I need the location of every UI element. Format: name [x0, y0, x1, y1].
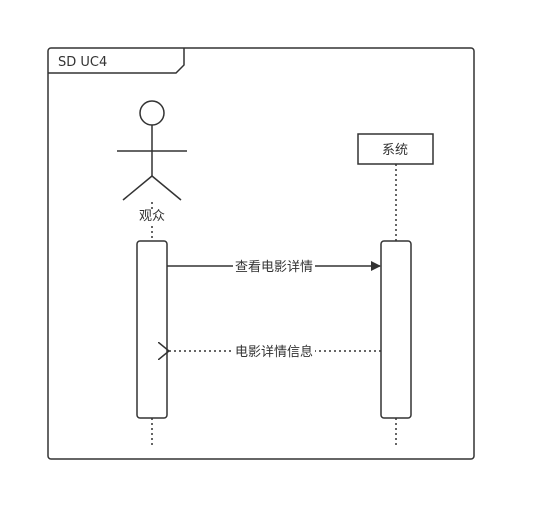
- stick-figure-icon: [117, 100, 187, 201]
- system-participant[interactable]: 系统: [357, 133, 434, 165]
- system-label: 系统: [382, 143, 408, 158]
- system-activation-bar[interactable]: [380, 240, 412, 419]
- request-label: 查看电影详情: [235, 259, 313, 275]
- return-message[interactable]: 电影详情信息: [169, 342, 381, 360]
- frame-title: SD UC4: [58, 55, 107, 70]
- frame-title-tab: [48, 48, 185, 74]
- actor-participant[interactable]: 观众: [117, 100, 187, 224]
- actor-label: 观众: [139, 209, 165, 224]
- request-label-bg: [233, 257, 315, 275]
- actor-activation-bar[interactable]: [136, 240, 168, 419]
- return-label-bg: [233, 342, 315, 360]
- system-box: [357, 133, 434, 165]
- request-message[interactable]: 查看电影详情: [167, 257, 381, 275]
- return-label: 电影详情信息: [235, 344, 313, 360]
